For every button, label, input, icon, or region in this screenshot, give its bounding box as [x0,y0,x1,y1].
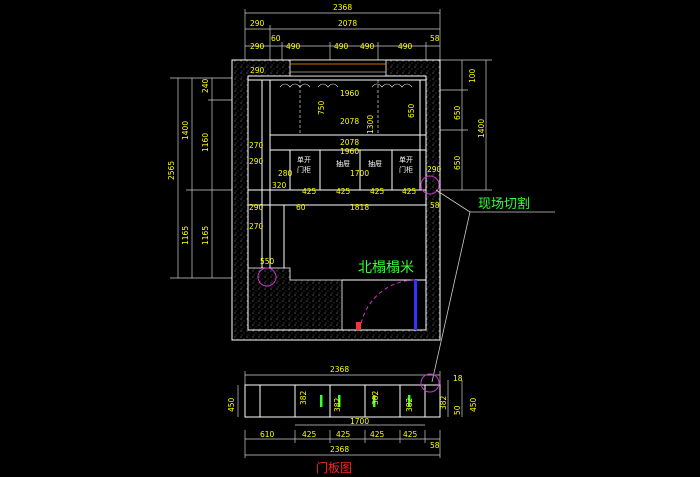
elev-bottom-425-2: 425 [336,430,351,439]
elev-dim-overall-bottom: 2368 [330,445,349,454]
elev-dim-overall-top: 2368 [330,365,349,374]
elevation-drawing: 2368 382 382 382 382 450 18 382 50 450 1… [227,365,478,475]
elev-panel-4: 382 [405,397,414,412]
elev-left-450: 450 [227,397,236,412]
dim-inner-left-5: 290 [249,203,264,212]
left-dimensions: 2565 1400 1165 240 1160 1165 [167,77,232,279]
dim-top-row4-5: 490 [398,42,413,51]
dim-inner-left-1: 290 [250,66,265,75]
dim-overall-top: 2368 [333,3,352,12]
dim-top-290: 290 [250,19,265,28]
elev-right-18: 18 [453,374,463,383]
dim-right-650b: 650 [453,155,462,170]
dim-58: 58 [430,201,440,210]
dim-inner-left-8: 280 [278,169,293,178]
room-plan: 1960 750 650 2078 1300 2078 1960 1700 42… [231,59,442,341]
dim-1818: 1818 [350,203,369,212]
dim-top-row4-3: 490 [334,42,349,51]
dim-top-60: 60 [271,34,281,43]
right-dimensions: 100 650 650 1400 [440,59,492,191]
elev-panel-2: 382 [333,397,342,412]
dim-left-1165b: 1165 [201,226,210,245]
dim-inner-left-7: 550 [260,257,275,266]
elev-right-450: 450 [469,397,478,412]
door-panel [414,280,417,330]
cabinet-label-4b: 门柜 [399,165,413,174]
elev-dim-1700: 1700 [350,417,369,426]
dim-290-right: 290 [427,165,442,174]
hanger-rail [279,80,413,135]
dim-1300: 1300 [366,115,375,134]
dim-top-row4-6: 58 [430,34,440,43]
cabinet-label-2: 抽屉 [336,159,350,168]
dim-425-4: 425 [402,187,417,196]
dim-top-row4-1: 290 [250,42,265,51]
cabinet-label-1a: 单开 [297,155,311,164]
handle-1 [320,395,323,407]
elev-panel-3: 382 [371,390,380,405]
dim-1700: 1700 [350,169,369,178]
dim-left-1400: 1400 [181,121,190,140]
dim-inner-left-6: 270 [249,222,264,231]
dim-2078b: 2078 [340,138,359,147]
dim-left-2565: 2565 [167,161,176,180]
dim-1960a: 1960 [340,89,359,98]
annotation-cut: 现场切割 [478,196,530,212]
elev-right-50: 50 [453,405,462,415]
highlight-circle-elev [420,373,440,393]
handle-3 [373,395,376,407]
dim-left-240: 240 [201,78,210,93]
dim-425-3: 425 [370,187,385,196]
highlight-circle-right [420,175,440,195]
elev-right-382: 382 [439,395,448,410]
dim-top-row4-2: 490 [286,42,301,51]
cabinet-label-4a: 单开 [399,155,413,164]
elev-bottom-425-4: 425 [403,430,418,439]
dim-2078a: 2078 [340,117,359,126]
dim-right-100: 100 [468,68,477,83]
elev-bottom-425-3: 425 [370,430,385,439]
annotations: 现场切割 北榻榻米 [358,189,555,383]
dim-top-2078: 2078 [338,19,357,28]
elev-bottom-58: 58 [430,441,440,450]
top-dimensions: 2368 290 2078 60 290 490 490 490 490 58 [244,3,441,60]
annotation-tatami: 北榻榻米 [358,260,414,276]
cabinet-label-1b: 门柜 [297,165,311,174]
elevation-outline [244,384,441,418]
tatami-block [247,267,343,331]
dim-650-inner: 650 [407,103,416,118]
door-swing-arc [359,279,417,331]
dim-left-1165: 1165 [181,226,190,245]
dim-750: 750 [317,100,326,115]
dim-right-650a: 650 [453,105,462,120]
dim-left-1160: 1160 [201,133,210,152]
elevation-caption: 门板图 [316,460,352,475]
dim-425-1: 425 [302,187,317,196]
handle-4 [408,395,411,407]
elev-panel-1: 382 [299,390,308,405]
handle-2 [338,395,341,407]
dim-425-2: 425 [336,187,351,196]
elev-bottom-425-1: 425 [302,430,317,439]
elev-bottom-610: 610 [260,430,275,439]
highlight-circle-left [257,267,277,287]
door-stop [356,322,361,330]
dim-inner-left-4: 320 [272,181,287,190]
dim-60: 60 [296,203,306,212]
dim-inner-left-3: 290 [249,157,264,166]
dim-1960b: 1960 [340,147,359,156]
cabinet-label-3: 抽屉 [368,159,382,168]
dim-right-1400: 1400 [477,119,486,138]
dim-inner-left-2: 270 [249,141,264,150]
window-opening [289,59,387,77]
dim-top-row4-4: 490 [360,42,375,51]
